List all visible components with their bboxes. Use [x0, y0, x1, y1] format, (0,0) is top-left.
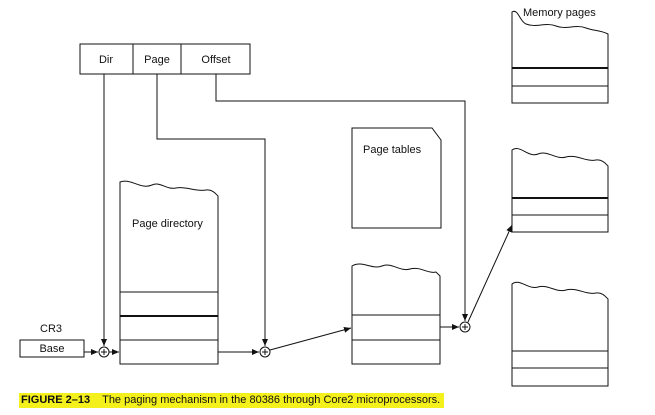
offset-field-label: Offset	[201, 54, 230, 66]
page-directory-label: Page directory	[132, 218, 203, 230]
figure-number: FIGURE 2–13	[21, 394, 91, 406]
page-table	[351, 263, 441, 365]
adder-offset	[459, 321, 471, 333]
page-directory: Page directory	[119, 180, 219, 365]
connectors	[84, 74, 513, 355]
base-label: Base	[39, 343, 64, 355]
memory-pages: Memory pages	[511, 7, 609, 387]
offset-arrow	[215, 74, 468, 321]
adder-directory	[98, 346, 110, 358]
caption-text: The paging mechanism in the 80386 throug…	[102, 394, 441, 406]
cr3-register: CR3 Base	[19, 323, 85, 358]
page-arrow	[156, 74, 268, 346]
cr3-label: CR3	[40, 323, 62, 335]
memory-page-top	[511, 10, 609, 104]
memory-page-bottom	[511, 281, 609, 387]
page-field-label: Page	[144, 54, 170, 66]
memory-page-arrow	[467, 224, 513, 323]
memory-page-middle	[511, 148, 609, 233]
linear-address: Dir Page Offset	[79, 43, 251, 75]
memory-pages-label: Memory pages	[523, 7, 596, 19]
page-tables-label: Page tables	[363, 144, 422, 156]
page-tables-legend: Page tables	[351, 127, 442, 229]
dir-field-label: Dir	[99, 54, 113, 66]
page-table-arrow	[269, 326, 352, 351]
adder-page-table	[259, 346, 271, 358]
figure-caption: FIGURE 2–13 The paging mechanism in the 8…	[19, 393, 445, 408]
adders	[98, 321, 471, 358]
